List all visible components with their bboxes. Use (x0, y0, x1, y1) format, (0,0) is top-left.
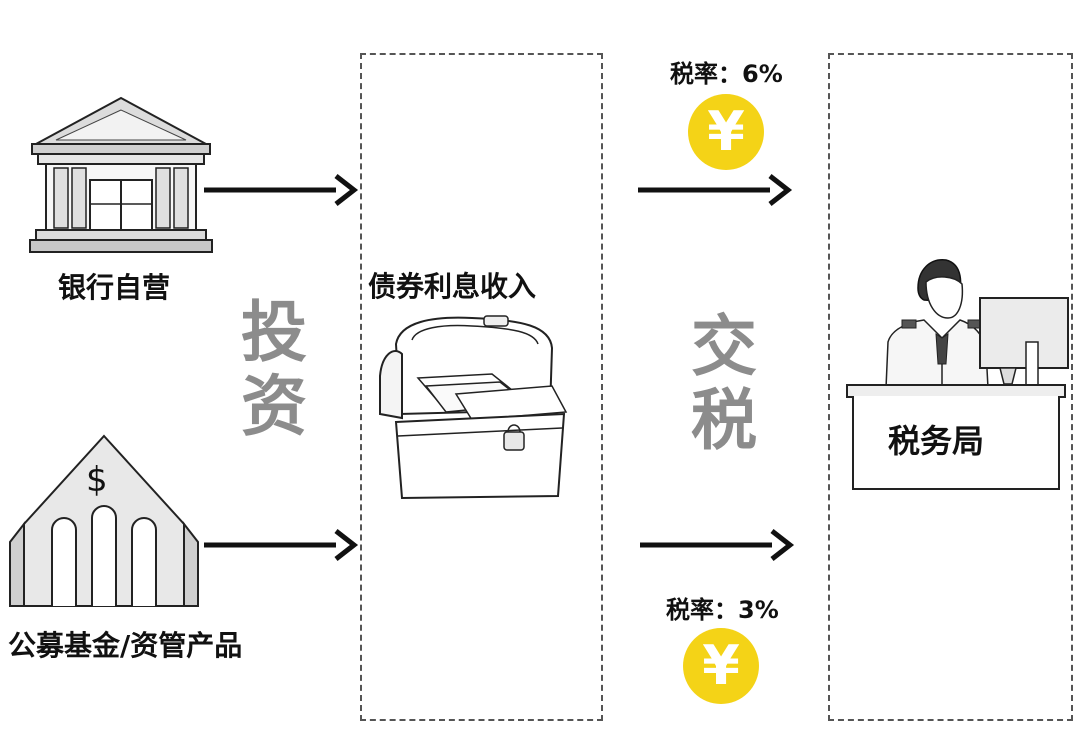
arrow-fund-to-income (204, 529, 359, 561)
tax-char-1: 交 (691, 308, 757, 385)
yuan-coin-icon-upper: ¥ (688, 94, 764, 170)
tax-bureau-label: 税务局 (888, 422, 985, 460)
yuan-coin-icon-lower: ¥ (683, 628, 759, 704)
fund-building-icon (9, 434, 199, 607)
tax-bureau-desk-front (852, 396, 1060, 490)
treasure-chest-icon (379, 315, 568, 500)
tax-pay-label: 交 税 (684, 310, 764, 458)
arrow-tax-upper (638, 174, 793, 206)
tax-rate-bank: 税率：6% (670, 60, 783, 88)
invest-char-2: 资 (241, 367, 307, 445)
dollar-sign-icon: $ (86, 460, 108, 500)
bank-building-icon (29, 96, 213, 253)
arrow-bank-to-income (204, 174, 359, 206)
invest-char-1: 投 (241, 294, 307, 371)
fund-label: 公募基金/资管产品 (8, 629, 243, 662)
arrow-tax-lower (640, 529, 795, 561)
tax-rate-fund: 税率：3% (666, 596, 779, 624)
income-label: 债券利息收入 (368, 270, 537, 303)
tax-char-2: 税 (691, 381, 757, 459)
invest-label: 投 资 (234, 296, 314, 444)
income-frame (360, 53, 603, 721)
tax-officer-icon (885, 259, 1069, 389)
tax-bureau-frame (828, 53, 1073, 721)
bank-label: 银行自营 (58, 271, 171, 304)
